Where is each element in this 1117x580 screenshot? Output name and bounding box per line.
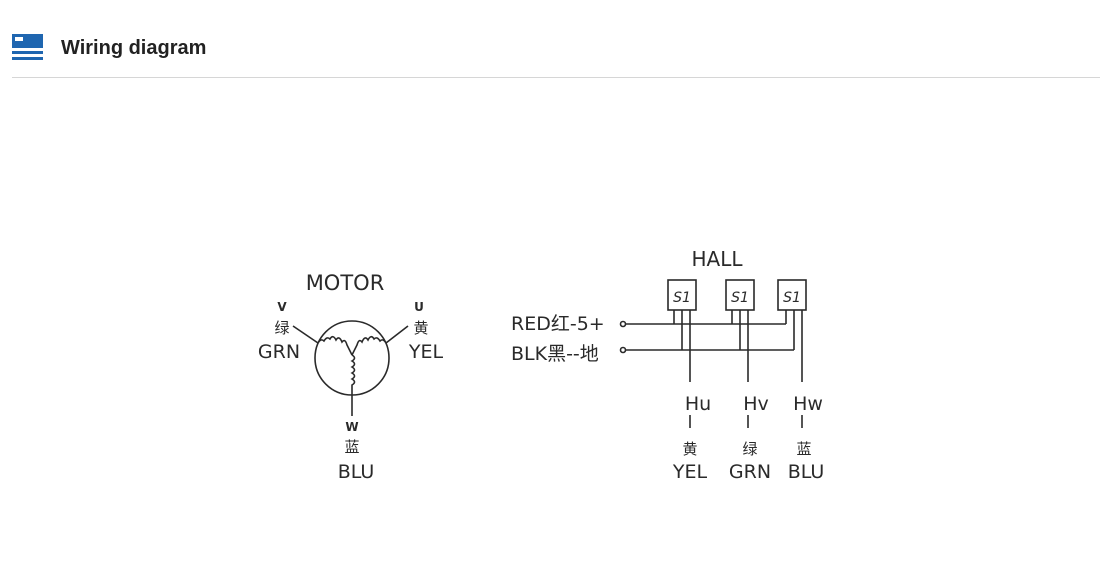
motor-phase-u-cn: 黄 (413, 319, 428, 337)
motor-phase-v-cn: 绿 (274, 319, 289, 337)
motor-title: MOTOR (306, 271, 385, 295)
hall-output-hw-signal: Hw (793, 393, 823, 415)
hall-sensor-2-label: S1 (731, 290, 749, 306)
hall-output-hu-signal: Hu (685, 393, 711, 415)
hall-terminal-red (619, 320, 627, 328)
hall-output-hu-cn: 黄 (682, 440, 697, 458)
hall-sensor-3-label: S1 (783, 290, 801, 306)
hall-output-hv-signal: Hv (743, 393, 769, 415)
motor-circle (314, 320, 390, 396)
hall-sensor-1-label: S1 (673, 290, 691, 306)
motor-phase-w-cn: 蓝 (344, 438, 359, 456)
section-title: Wiring diagram (61, 37, 207, 59)
motor-winding-w (350, 354, 356, 392)
motor-phase-u-letter: U (414, 300, 424, 314)
header-divider (12, 77, 1100, 78)
section-header: Wiring diagram (0, 0, 1117, 78)
hall-output-hv-en: GRN (729, 461, 771, 483)
hall-output-hv-cn: 绿 (742, 440, 757, 458)
motor-lead-v (292, 325, 319, 344)
hall-power-blk-label: BLK黑--地 (511, 343, 599, 365)
motor-phase-w-en: BLU (338, 461, 375, 483)
hall-output-hw-cn: 蓝 (796, 440, 811, 458)
motor-winding-u (351, 335, 387, 356)
hall-power-red-label: RED红-5+ (511, 313, 605, 335)
motor-winding-v (317, 335, 353, 356)
list-panel-icon (12, 34, 43, 60)
motor-phase-u-en: YEL (408, 341, 444, 363)
hall-title: HALL (691, 247, 743, 271)
hall-terminal-blk (619, 346, 627, 354)
hall-output-hu-en: YEL (672, 461, 708, 483)
motor-phase-v-en: GRN (258, 341, 300, 363)
motor-lead-u (385, 325, 409, 344)
hall-output-hw-en: BLU (788, 461, 825, 483)
motor-phase-v-letter: V (277, 300, 287, 314)
hall-sensor-3 (777, 279, 807, 311)
motor-phase-w-letter: W (345, 420, 358, 434)
